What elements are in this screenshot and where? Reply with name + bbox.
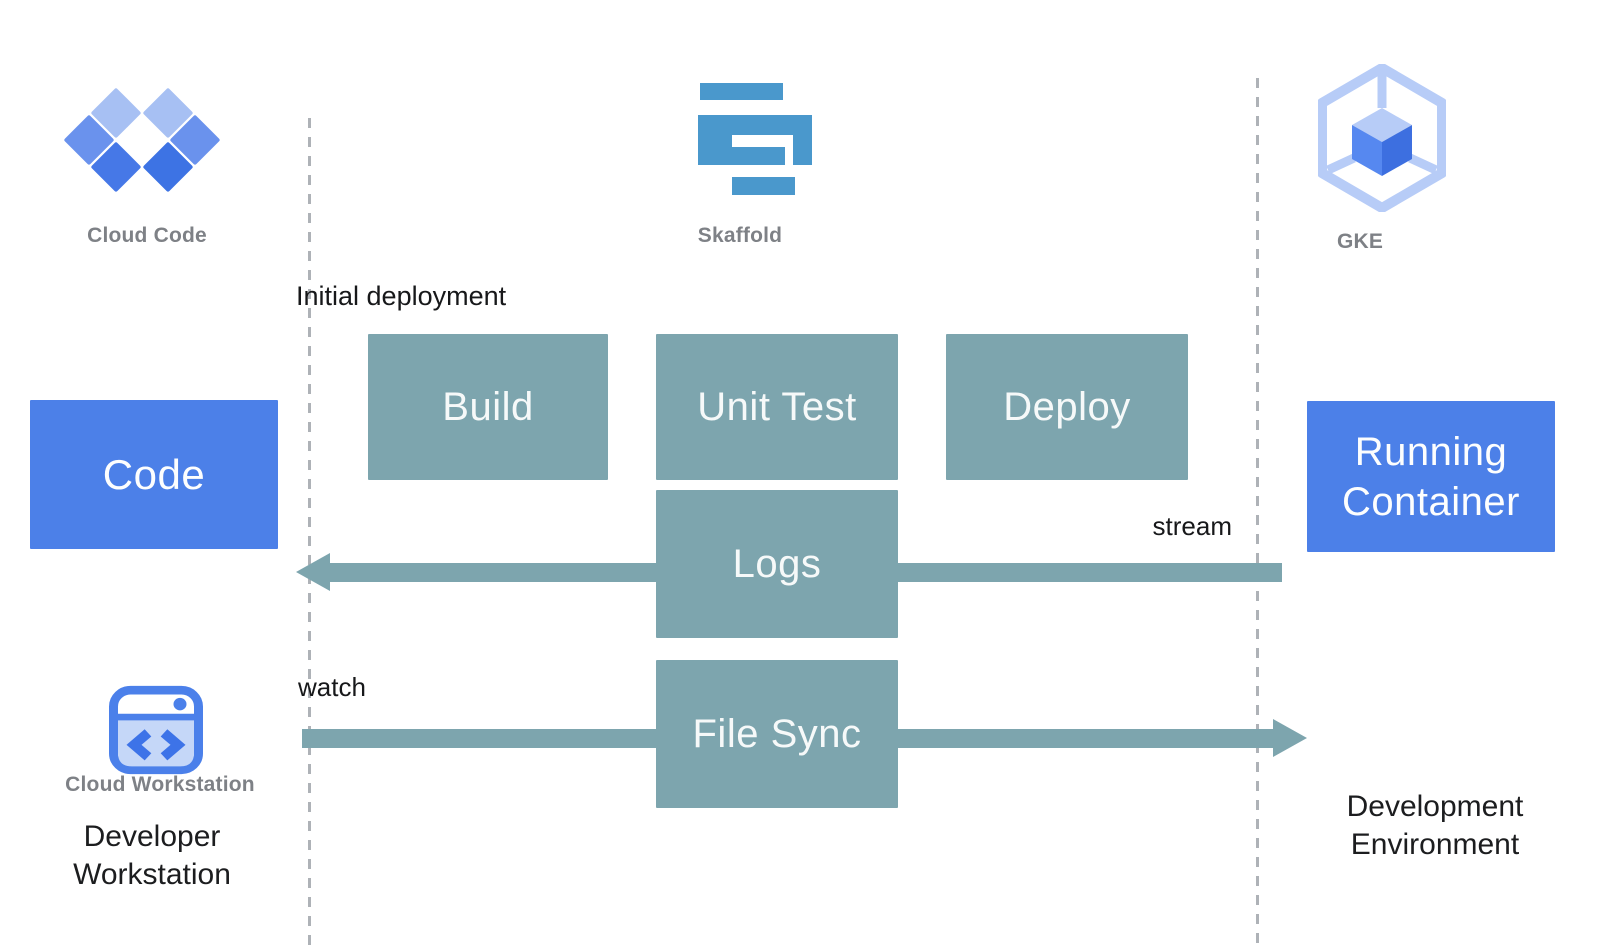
file-sync-box: File Sync bbox=[656, 660, 898, 808]
file-sync-box-label: File Sync bbox=[692, 711, 862, 756]
cloud-code-diamonds-icon bbox=[60, 85, 221, 193]
lane-divider-right bbox=[1256, 78, 1259, 945]
watch-label: watch bbox=[298, 672, 366, 702]
development-environment-label: Development Environment bbox=[1346, 790, 1524, 861]
file-sync-arrowhead-right-icon bbox=[1273, 719, 1307, 757]
lane-divider-left bbox=[308, 118, 311, 945]
gke-hexagon-cube-icon bbox=[1318, 64, 1446, 212]
logs-box-label: Logs bbox=[732, 541, 822, 586]
running-container-box: Running Container bbox=[1307, 401, 1555, 552]
code-box: Code bbox=[30, 400, 278, 549]
build-box: Build bbox=[368, 334, 608, 480]
build-box-label: Build bbox=[442, 384, 534, 429]
skaffold-logo-icon bbox=[698, 83, 812, 195]
unit-test-box-label: Unit Test bbox=[697, 384, 857, 429]
skaffold-bar bbox=[793, 115, 812, 165]
unit-test-box: Unit Test bbox=[656, 334, 898, 480]
running-container-box-label: Running Container bbox=[1342, 429, 1520, 524]
skaffold-label: Skaffold bbox=[697, 224, 783, 247]
gke-label: GKE bbox=[1336, 230, 1384, 253]
cloud-workstation-window-icon bbox=[109, 685, 203, 775]
skaffold-bar bbox=[698, 147, 785, 165]
cloud-code-label: Cloud Code bbox=[87, 224, 207, 247]
stream-label: stream bbox=[1152, 511, 1232, 541]
skaffold-bar bbox=[732, 177, 795, 195]
logs-box: Logs bbox=[656, 490, 898, 638]
stream-arrowhead-left-icon bbox=[296, 553, 330, 591]
deploy-box-label: Deploy bbox=[1003, 384, 1131, 429]
skaffold-bar bbox=[732, 115, 812, 135]
developer-workstation-label: Developer Workstation bbox=[73, 820, 231, 891]
skaffold-bar bbox=[700, 83, 783, 100]
initial-deployment-label: Initial deployment bbox=[296, 281, 507, 311]
cloud-workstation-label: Cloud Workstation bbox=[65, 773, 255, 796]
deploy-box: Deploy bbox=[946, 334, 1188, 480]
code-box-label: Code bbox=[102, 450, 206, 498]
